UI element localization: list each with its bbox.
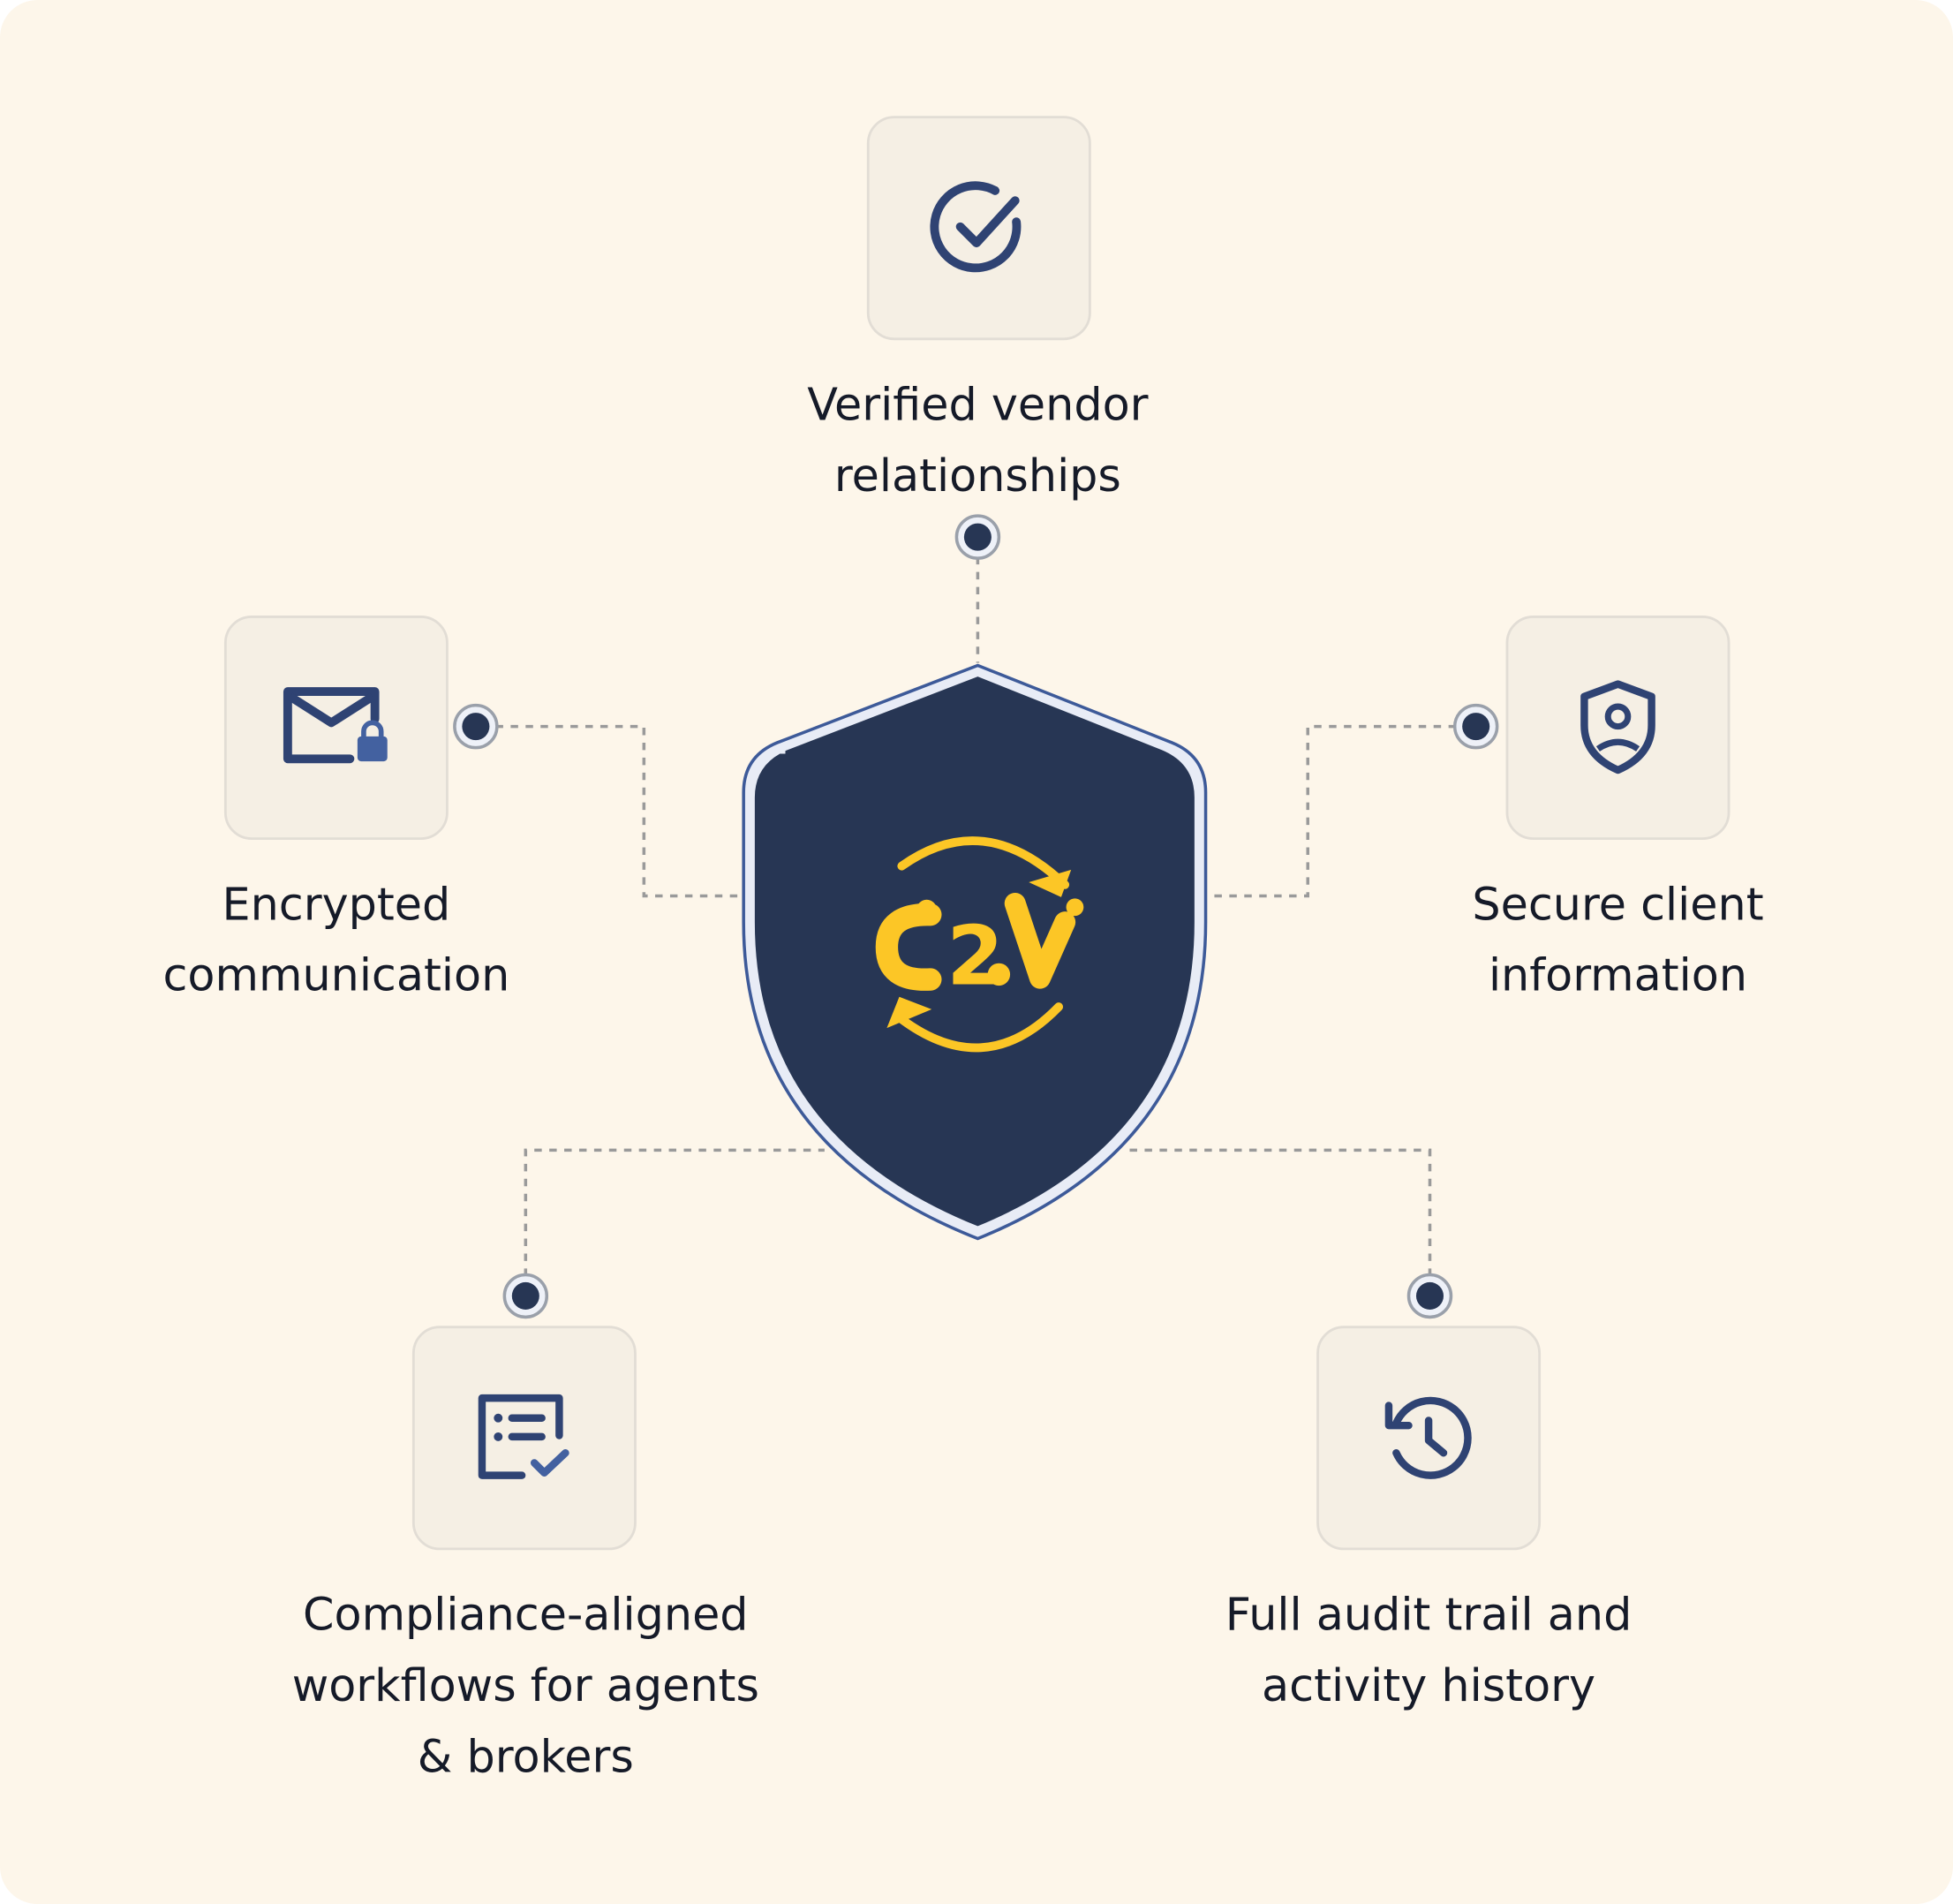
feature-card-verified bbox=[866, 116, 1091, 341]
feature-card-encrypted bbox=[223, 616, 449, 841]
check-circle-icon bbox=[930, 181, 1022, 273]
feature-label-audit: Full audit trail and activity history bbox=[1142, 1580, 1715, 1722]
history-icon bbox=[1384, 1396, 1472, 1479]
label-line: Full audit trail and bbox=[1225, 1590, 1633, 1642]
feature-label-compliance: Compliance-aligned workflows for agents … bbox=[239, 1580, 812, 1793]
feature-label-encrypted: Encrypted communication bbox=[49, 870, 622, 1012]
feature-label-secure: Secure client information bbox=[1331, 870, 1904, 1012]
feature-label-verified: Verified vendor relationships bbox=[691, 370, 1264, 512]
connector-bottom-left bbox=[524, 1148, 825, 1276]
label-line: Verified vendor bbox=[807, 380, 1149, 432]
shield-user-icon bbox=[1580, 680, 1655, 774]
connector-bottom-right bbox=[1123, 1148, 1432, 1276]
label-line: relationships bbox=[833, 450, 1121, 502]
dot-left bbox=[453, 703, 499, 750]
label-line: activity history bbox=[1262, 1660, 1596, 1712]
checklist-icon bbox=[478, 1394, 569, 1479]
label-line: Compliance-aligned bbox=[303, 1590, 749, 1642]
c2v-logo: 2 bbox=[875, 836, 1084, 1053]
label-line: Secure client bbox=[1472, 880, 1764, 932]
feature-card-compliance bbox=[411, 1326, 637, 1551]
label-line: workflows for agents bbox=[291, 1660, 759, 1712]
dot-top bbox=[954, 514, 1001, 560]
label-line: Encrypted bbox=[222, 880, 451, 932]
feature-card-audit bbox=[1316, 1326, 1542, 1551]
label-line: communication bbox=[162, 950, 510, 1002]
mail-lock-icon bbox=[283, 687, 388, 764]
shield bbox=[742, 663, 1208, 1241]
connector-dots bbox=[453, 514, 1499, 1319]
dot-right bbox=[1452, 703, 1499, 750]
svg-text:2: 2 bbox=[946, 909, 1004, 1004]
label-line: information bbox=[1488, 950, 1748, 1002]
label-line: & brokers bbox=[417, 1732, 634, 1784]
dot-bottom-left bbox=[502, 1273, 549, 1319]
dot-bottom-right bbox=[1406, 1273, 1453, 1319]
feature-card-secure bbox=[1505, 616, 1731, 841]
